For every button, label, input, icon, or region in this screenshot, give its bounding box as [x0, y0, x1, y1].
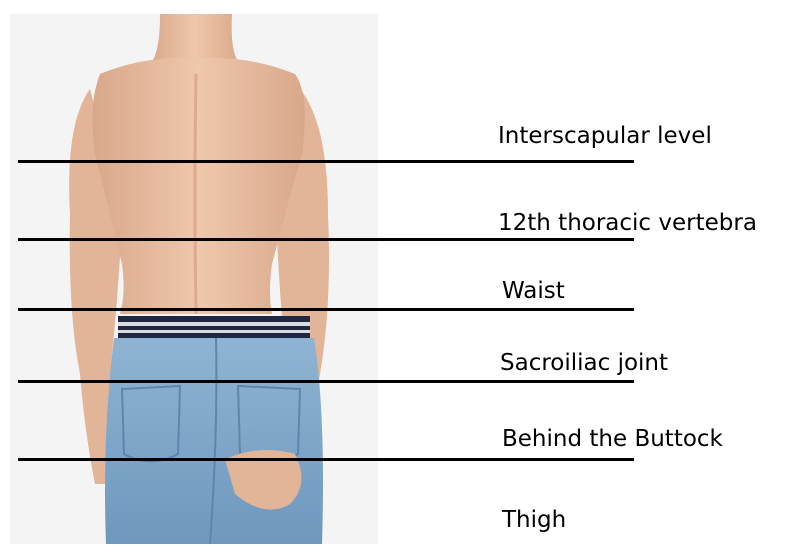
spine-shadow	[195, 74, 196, 314]
sacroiliac-label: Sacroiliac joint	[500, 352, 668, 375]
human-back-illustration	[10, 14, 378, 544]
belt-shape	[118, 316, 310, 338]
waist-level-line	[18, 308, 634, 311]
neck-shape	[150, 14, 240, 64]
interscapular-label: Interscapular level	[498, 125, 712, 148]
thigh-label: Thigh	[502, 509, 566, 532]
jeans-shape	[105, 338, 323, 544]
buttock-level-line	[18, 458, 634, 461]
t12-label: 12th thoracic vertebra	[498, 212, 757, 235]
sacroiliac-level-line	[18, 380, 634, 383]
interscapular-level-line	[18, 160, 634, 163]
buttock-label: Behind the Buttock	[502, 428, 723, 451]
back-body-photo	[10, 14, 378, 544]
t12-level-line	[18, 238, 634, 241]
waist-label: Waist	[502, 280, 565, 303]
torso-shape	[92, 58, 304, 314]
